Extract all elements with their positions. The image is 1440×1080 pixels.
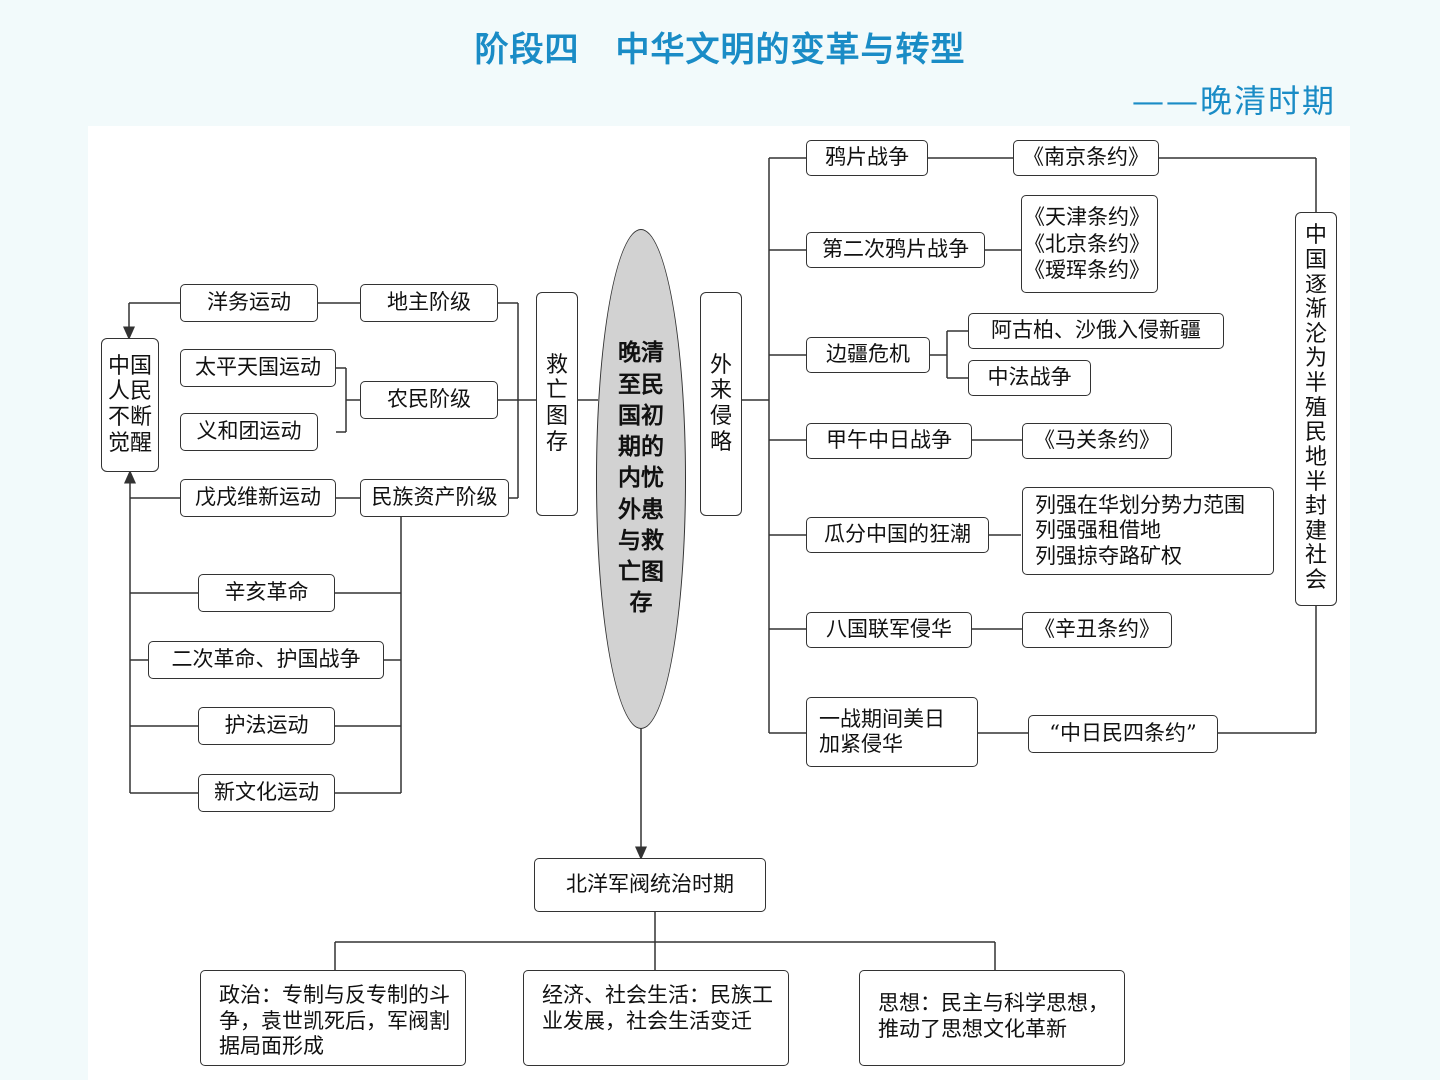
page-title: 阶段四中华文明的变革与转型 (0, 22, 1440, 71)
movement-erci: 二次革命、护国战争 (148, 641, 384, 679)
summary-box: 中国逐渐沦为半殖民地半封建社会 (1295, 212, 1337, 606)
movement-xinwenhua: 新文化运动 (198, 774, 335, 812)
result-maguan: 《马关条约》 (1022, 423, 1172, 459)
result-nanjing: 《南京条约》 (1013, 140, 1159, 176)
event-frontier: 边疆危机 (806, 337, 930, 373)
result-opium2-treaties: 《天津条约》 《北京条约》 《瑷珲条约》 (1021, 195, 1158, 293)
result-zhongfa: 中法战争 (968, 360, 1091, 396)
movement-yangwu: 洋务运动 (180, 284, 318, 322)
wailai-box: 外来侵略 (700, 292, 742, 516)
result-guafen: 列强在华划分势力范围 列强强租借地 列强掠夺路矿权 (1022, 487, 1274, 575)
result-tianjin: 《天津条约》 (1024, 204, 1150, 229)
result-guafen-line1: 列强在华划分势力范围 (1035, 493, 1245, 518)
movement-wuxu: 戊戌维新运动 (180, 479, 336, 517)
movement-hufa: 护法运动 (198, 707, 335, 745)
stage-label: 阶段四 (474, 30, 580, 70)
result-agubo: 阿古柏、沙俄入侵新疆 (968, 313, 1224, 349)
class-bourgeois: 民族资产阶级 (360, 479, 509, 517)
period-subtitle: ——晚清时期 (1131, 82, 1336, 120)
result-beijing: 《北京条约》 (1024, 231, 1150, 256)
bottom-economy: 经济、社会生活：民族工业发展，社会生活变迁 (523, 970, 789, 1066)
main-topic-text: 晚清至民国初期的内忧外患与救亡图存 (618, 340, 664, 617)
event-jiawu: 甲午中日战争 (806, 423, 972, 459)
awakening-box: 中国人民不断觉醒 (101, 338, 159, 472)
main-topic-ellipse: 晚清至民国初期的内忧外患与救亡图存 (596, 229, 686, 729)
class-landlord: 地主阶级 (360, 284, 498, 322)
result-ershiyi: “中日民四条约” (1028, 715, 1218, 753)
event-ww1-line2: 加紧侵华 (819, 732, 903, 756)
event-opium: 鸦片战争 (806, 140, 928, 176)
connector-lines (123, 157, 1317, 970)
event-ww1: 一战期间美日 加紧侵华 (806, 697, 978, 767)
movement-xinhai: 辛亥革命 (198, 574, 335, 612)
result-aihui: 《瑷珲条约》 (1024, 258, 1150, 283)
class-peasant: 农民阶级 (360, 381, 498, 419)
topic-label: 中华文明的变革与转型 (615, 30, 966, 70)
event-ww1-line1: 一战期间美日 (819, 706, 945, 731)
result-guafen-line2: 列强强租借地 (1035, 518, 1161, 543)
diagram-panel: 中国人民不断觉醒 洋务运动 太平天国运动 义和团运动 戊戌维新运动 地主阶级 农… (88, 126, 1350, 1080)
event-baguo: 八国联军侵华 (806, 612, 972, 648)
movement-taiping: 太平天国运动 (180, 349, 336, 387)
jiuwang-box: 救亡图存 (536, 292, 578, 516)
beiyang-box: 北洋军阀统治时期 (534, 858, 766, 912)
bottom-thought: 思想：民主与科学思想，推动了思想文化革新 (859, 970, 1125, 1066)
event-opium2: 第二次鸦片战争 (806, 232, 985, 268)
bottom-politics: 政治：专制与反专制的斗争，袁世凯死后，军阀割据局面形成 (200, 970, 466, 1066)
result-xinchou: 《辛丑条约》 (1022, 612, 1172, 648)
event-guafen: 瓜分中国的狂潮 (806, 517, 989, 553)
movement-yihetuan: 义和团运动 (180, 413, 318, 451)
result-guafen-line3: 列强掠夺路矿权 (1035, 543, 1182, 568)
